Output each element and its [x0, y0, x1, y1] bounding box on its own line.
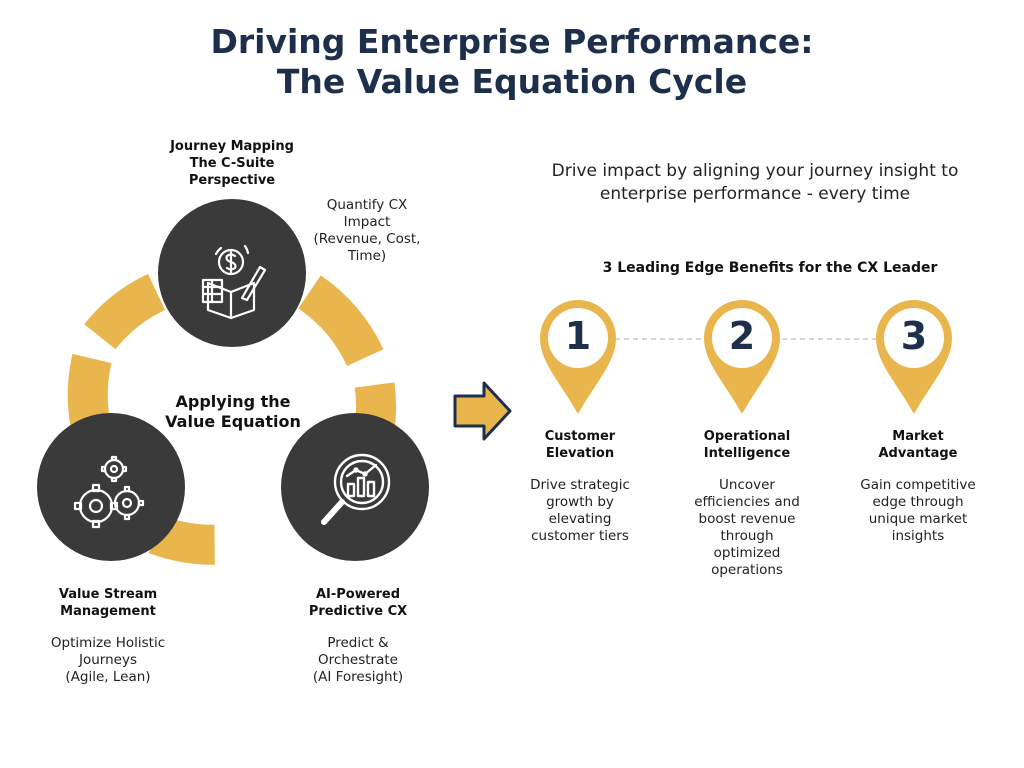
benefits-title: 3 Leading Edge Benefits for the CX Leade… — [602, 260, 938, 276]
benefit-3-description: Gain competitive edge through unique mar… — [836, 477, 1000, 545]
benefit-2-desc-line: through — [720, 528, 774, 544]
gears-icon — [73, 455, 145, 529]
benefit-1-description: Drive strategic growth by elevating cust… — [505, 477, 655, 545]
pin-1-number: 1 — [564, 314, 592, 358]
value-stream-desc-line: Journeys — [79, 652, 137, 668]
ai-predictive-title: AI-Powered Predictive CX — [278, 586, 438, 620]
page-title-line-1: Driving Enterprise Performance: — [210, 22, 814, 61]
journey-mapping-desc-line: Quantify CX — [326, 197, 408, 213]
value-stream-title-line: Value Stream — [58, 587, 158, 602]
pin-3-number: 3 — [900, 314, 928, 358]
tagline-line-2: enterprise performance - every time — [599, 184, 911, 204]
ai-predictive-title-line: Predictive CX — [308, 604, 408, 619]
value-stream-desc-line: (Agile, Lean) — [65, 669, 151, 685]
benefit-2-desc-line: operations — [711, 562, 783, 578]
benefit-2-desc-line: efficiencies and — [694, 494, 800, 510]
ai-predictive-desc-line: Orchestrate — [318, 652, 398, 668]
pin-2-number: 2 — [728, 314, 756, 358]
cycle-center-line-2: Value Equation — [165, 412, 301, 431]
journey-mapping-title-line: The C-Suite — [189, 156, 275, 171]
benefit-3-title: Market Advantage — [848, 428, 988, 462]
benefit-2-description: Uncover efficiencies and boost revenue t… — [665, 477, 829, 579]
benefit-1-desc-line: elevating — [548, 511, 612, 527]
benefit-2-desc-line: Uncover — [719, 477, 775, 493]
value-stream-desc-line: Optimize Holistic — [50, 635, 166, 651]
benefit-3-desc-line: edge through — [872, 494, 964, 510]
benefit-3-title-line: Market — [892, 429, 944, 444]
magnifier-chart-icon — [321, 453, 391, 525]
benefit-2-title: Operational Intelligence — [672, 428, 822, 462]
benefit-1-desc-line: Drive strategic — [530, 477, 630, 493]
benefit-1-title-line: Customer — [544, 429, 616, 444]
value-stream-circle — [37, 413, 185, 561]
ai-predictive-desc-line: (AI Foresight) — [312, 669, 404, 685]
journey-mapping-title: Journey Mapping The C-Suite Perspective — [142, 138, 322, 189]
pin-2 — [704, 300, 780, 414]
value-stream-title-line: Management — [60, 604, 156, 619]
ring-segment-top-left — [84, 273, 166, 350]
ring-segment-top-right — [297, 275, 384, 367]
page-title-line-2: The Value Equation Cycle — [276, 62, 748, 101]
journey-mapping-title-line: Perspective — [188, 173, 276, 188]
journey-mapping-desc-line: (Revenue, Cost, — [313, 231, 421, 247]
benefit-3-title-line: Advantage — [878, 446, 958, 461]
ai-predictive-description: Predict & Orchestrate (AI Foresight) — [278, 635, 438, 686]
cycle-center-label: Applying the Value Equation — [148, 392, 318, 432]
pin-1 — [540, 300, 616, 414]
benefit-3-desc-line: unique market — [868, 511, 968, 527]
value-stream-description: Optimize Holistic Journeys (Agile, Lean) — [20, 635, 196, 686]
pin-3 — [876, 300, 952, 414]
journey-mapping-desc-line: Impact — [343, 214, 391, 230]
right-arrow — [453, 381, 512, 441]
tagline-line-1: Drive impact by aligning your journey in… — [551, 161, 959, 181]
benefit-2-title-line: Operational — [703, 429, 791, 444]
benefit-2-desc-line: optimized — [713, 545, 781, 561]
benefit-2-title-line: Intelligence — [703, 446, 791, 461]
journey-mapping-desc-line: Time) — [347, 248, 387, 264]
benefit-1-desc-line: growth by — [546, 494, 614, 510]
journey-mapping-description: Quantify CX Impact (Revenue, Cost, Time) — [292, 197, 442, 265]
value-stream-title: Value Stream Management — [28, 586, 188, 620]
journey-mapping-title-line: Journey Mapping — [170, 139, 294, 154]
benefit-1-title: Customer Elevation — [510, 428, 650, 462]
dollar-book-icon — [201, 244, 267, 320]
ai-predictive-title-line: AI-Powered — [315, 587, 401, 602]
benefit-3-desc-line: Gain competitive — [860, 477, 976, 493]
ai-predictive-desc-line: Predict & — [327, 635, 389, 651]
benefit-2-desc-line: boost revenue — [698, 511, 796, 527]
benefit-3-desc-line: insights — [891, 528, 945, 544]
benefit-1-desc-line: customer tiers — [531, 528, 629, 544]
tagline: Drive impact by aligning your journey in… — [520, 160, 990, 206]
cycle-center-line-1: Applying the — [175, 392, 291, 411]
benefit-1-title-line: Elevation — [545, 446, 615, 461]
